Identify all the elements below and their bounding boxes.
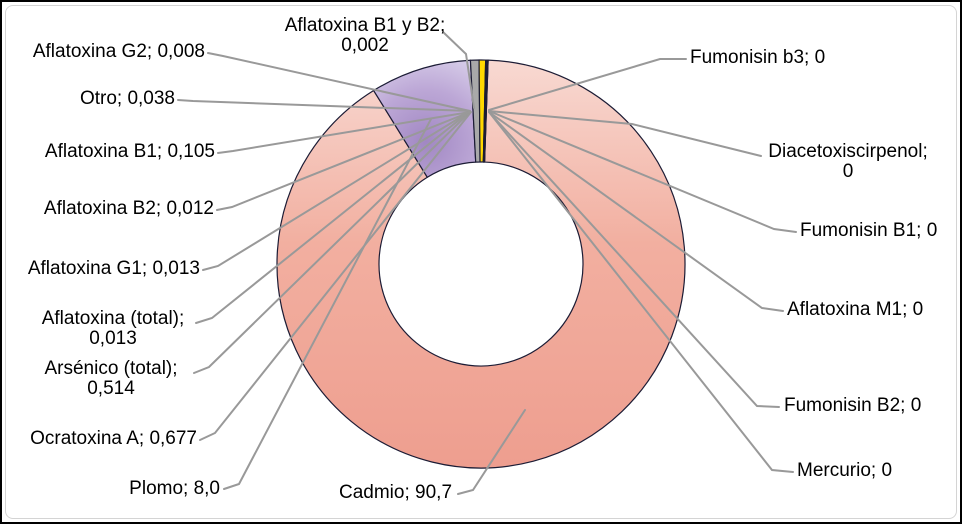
slice-label-cadmio: Cadmio; 90,7 bbox=[339, 482, 453, 503]
slice-label-diacetoxiscirpenol: Diacetoxiscirpenol; 0 bbox=[768, 141, 928, 182]
leader-line-fumonisin-b2 bbox=[488, 111, 780, 408]
leader-line-fumonisin-b3 bbox=[488, 58, 687, 111]
slice-label-aflatoxina-g1: Aflatoxina G1; 0,013 bbox=[27, 258, 200, 279]
slice-label-aflatoxina-b2: Aflatoxina B2; 0,012 bbox=[43, 198, 214, 219]
slice-label-aflatoxina-total: Aflatoxina (total); 0,013 bbox=[41, 308, 185, 349]
slice-label-mercurio: Mercurio; 0 bbox=[797, 460, 893, 481]
slice-aflatoxina-g2 bbox=[483, 59, 489, 163]
leader-line-aflatoxina-g1 bbox=[202, 111, 470, 271]
leader-line-arsenico-total bbox=[193, 111, 471, 374]
leader-line-cadmio bbox=[457, 409, 526, 495]
slice-label-aflatoxina-m1: Aflatoxina M1; 0 bbox=[787, 299, 924, 320]
slice-label-fumonisin-b1: Fumonisin B1; 0 bbox=[800, 220, 938, 241]
leader-line-otro bbox=[177, 99, 471, 112]
slice-label-aflatoxina-b1: Aflatoxina B1; 0,105 bbox=[44, 141, 215, 162]
slice-label-ocratoxina-a: Ocratoxina A; 0,677 bbox=[30, 428, 197, 449]
slice-label-fumonisin-b2: Fumonisin B2; 0 bbox=[784, 395, 922, 416]
slice-label-aflatoxina-b1-y-b2: Aflatoxina B1 y B2; 0,002 bbox=[284, 15, 446, 56]
slice-label-otro: Otro; 0,038 bbox=[79, 88, 175, 109]
leader-line-aflatoxina-b1 bbox=[217, 111, 471, 154]
leader-line-plomo bbox=[223, 118, 432, 490]
leader-line-aflatoxina-m1 bbox=[488, 111, 784, 312]
leader-line-aflatoxina-total bbox=[195, 111, 470, 324]
slice-label-fumonisin-b3: Fumonisin b3; 0 bbox=[690, 47, 826, 68]
leader-line-ocratoxina-a bbox=[199, 111, 472, 441]
leader-line-aflatoxina-g2 bbox=[207, 52, 471, 112]
slice-cadmio bbox=[276, 59, 686, 469]
leader-line-diacetoxiscirpenol bbox=[488, 110, 762, 157]
slice-label-arsenico-total: Arsénico (total); 0,514 bbox=[44, 358, 178, 399]
slice-label-aflatoxina-g2: Aflatoxina G2; 0,008 bbox=[32, 41, 205, 62]
leader-line-aflatoxina-b2 bbox=[216, 111, 471, 211]
slice-label-plomo: Plomo; 8,0 bbox=[129, 478, 220, 499]
leader-line-fumonisin-b1 bbox=[488, 110, 797, 233]
leader-line-aflatoxina-b1-y-b2 bbox=[442, 31, 475, 109]
leader-line-mercurio bbox=[488, 111, 794, 473]
